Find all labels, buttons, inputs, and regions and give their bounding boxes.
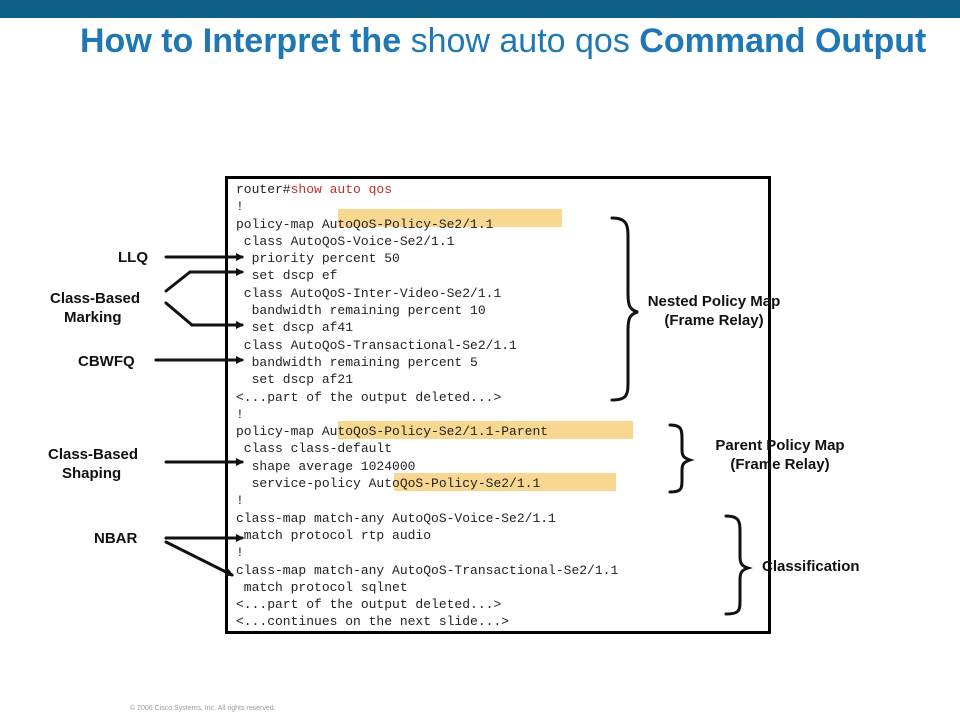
brace-classification [724, 514, 753, 616]
arrow-marking-ef [164, 270, 192, 293]
code-listing: router#show auto qos!policy-map AutoQoS-… [236, 181, 618, 631]
title-part-1: How to Interpret the [80, 22, 402, 60]
code-line: ! [236, 199, 244, 215]
top-bar [0, 0, 960, 18]
code-line: <...continues on the next slide...> [236, 614, 510, 630]
code-line: <...part of the output deleted...> [236, 597, 502, 613]
brace-parent-policy-map [668, 423, 695, 494]
highlight-parent-policy-map [338, 421, 633, 439]
code-line: ! [236, 493, 244, 509]
code-line: class AutoQoS-Inter-Video-Se2/1.1 [236, 285, 502, 301]
code-line: class-map match-any AutoQoS-Voice-Se2/1.… [236, 510, 556, 526]
code-line-prompt: router#show auto qos [236, 181, 618, 198]
code-line: policy-map AutoQoS-Policy-Se2/1.1-Parent [236, 424, 549, 440]
code-line: class-map match-any AutoQoS-Transactiona… [236, 562, 619, 578]
code-line: bandwidth remaining percent 10 [236, 303, 486, 319]
code-line: set dscp ef [236, 268, 338, 284]
code-line: set dscp af21 [236, 372, 354, 388]
label-nested-policy-map: Nested Policy Map(Frame Relay) [647, 293, 781, 329]
label-nbar: NBAR [94, 530, 138, 547]
slide-title: How to Interpret the show auto qos Comma… [80, 20, 940, 62]
copyright-footer: © 2006 Cisco Systems, Inc. All rights re… [130, 705, 276, 712]
code-line: class AutoQoS-Transactional-Se2/1.1 [236, 337, 517, 353]
code-line: priority percent 50 [236, 251, 400, 267]
label-llq: LLQ [118, 249, 148, 266]
code-line: ! [236, 545, 244, 561]
highlight-service-policy [394, 473, 616, 491]
command-output-box: router#show auto qos!policy-map AutoQoS-… [225, 176, 771, 634]
code-line: <...part of the output deleted...> [236, 389, 502, 405]
highlight-policy-map [338, 209, 562, 227]
code-line: policy-map AutoQoS-Policy-Se2/1.1 [236, 216, 494, 232]
code-line: match protocol rtp audio [236, 527, 432, 543]
code-line: bandwidth remaining percent 5 [236, 354, 478, 370]
label-parent-policy-map: Parent Policy Map(Frame Relay) [715, 437, 845, 473]
arrow-marking-af41 [164, 301, 194, 327]
brace-nested-policy-map [610, 216, 639, 402]
code-line: class class-default [236, 441, 393, 457]
show-command: show auto qos [290, 182, 393, 197]
code-line: set dscp af41 [236, 320, 354, 336]
code-line: shape average 1024000 [236, 458, 416, 474]
label-classification: Classification [762, 558, 860, 575]
code-line: service-policy AutoQoS-Policy-Se2/1.1 [236, 476, 541, 492]
router-prompt: router# [236, 182, 291, 197]
code-line: match protocol sqlnet [236, 579, 408, 595]
title-part-2: Command Output [639, 22, 927, 60]
code-line: ! [236, 406, 244, 422]
code-line: class AutoQoS-Voice-Se2/1.1 [236, 233, 455, 249]
label-cbwfq: CBWFQ [78, 353, 135, 370]
arrow-nbar-2 [164, 540, 234, 577]
title-command: show auto qos [410, 22, 630, 60]
